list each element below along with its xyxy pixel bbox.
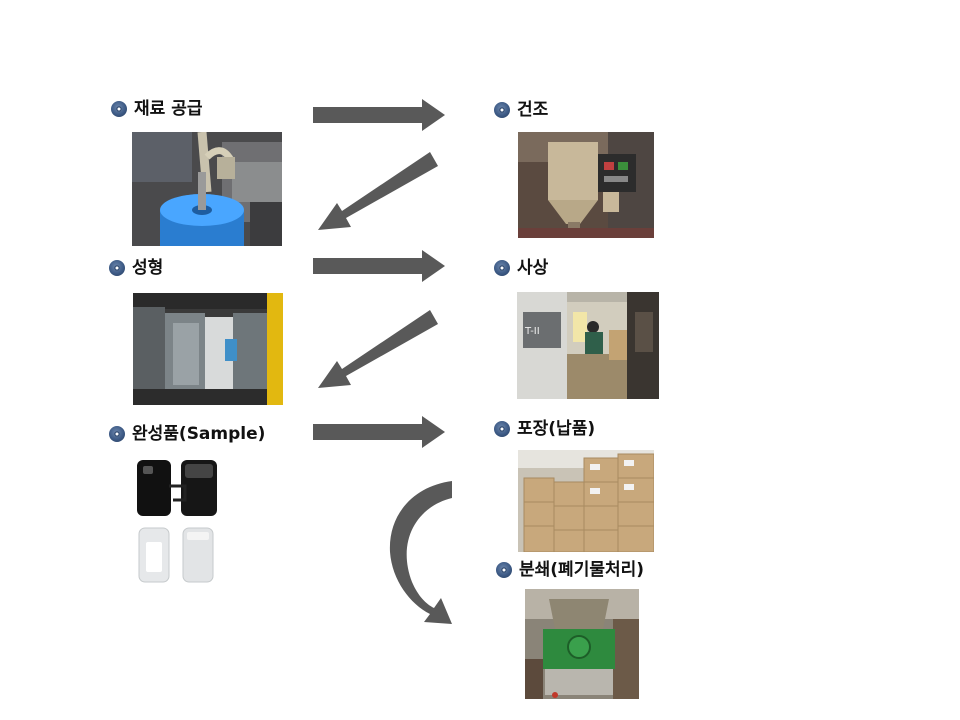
step-label-dry: 건조: [494, 100, 548, 120]
dryer-photo: [518, 132, 654, 238]
step-label-text: 포장(납품): [517, 419, 596, 439]
step-label-molding: 성형: [109, 258, 163, 278]
arrow-right-icon: [313, 250, 445, 282]
arrow-curved-icon: [389, 481, 452, 624]
arrow-diagonal-icon: [318, 310, 438, 388]
bullet-circle-icon: [494, 260, 510, 276]
svg-text:T-II: T-II: [524, 326, 540, 337]
bullet-circle-icon: [109, 260, 125, 276]
bullet-circle-icon: [109, 426, 125, 442]
arrow-right-icon: [313, 99, 445, 131]
molding-photo: [133, 293, 283, 405]
crusher-photo: [525, 589, 639, 699]
step-label-injection: 사상: [494, 258, 548, 278]
bullet-circle-icon: [494, 421, 510, 437]
arrow-diagonal-icon: [318, 152, 438, 230]
step-label-text: 분쇄(폐기물처리): [519, 560, 645, 580]
step-label-packing: 포장(납품): [494, 419, 595, 439]
step-label-sample: 완성품(Sample): [109, 424, 265, 444]
packing-photo: [518, 450, 654, 552]
deburring-photo: T-II: [517, 292, 659, 399]
step-label-text: 완성품(Sample): [132, 424, 266, 444]
step-label-text: 사상: [517, 258, 549, 278]
arrow-right-icon: [313, 416, 445, 448]
sample-cases-photo: [133, 456, 223, 588]
step-label-material: 재료 공급: [111, 99, 202, 119]
material-supply-photo: [132, 132, 282, 246]
bullet-circle-icon: [494, 102, 510, 118]
step-label-text: 건조: [517, 100, 549, 120]
bullet-circle-icon: [496, 562, 512, 578]
step-label-text: 재료 공급: [134, 99, 203, 119]
bullet-circle-icon: [111, 101, 127, 117]
step-label-crushing: 분쇄(폐기물처리): [496, 560, 644, 580]
step-label-text: 성형: [132, 258, 164, 278]
